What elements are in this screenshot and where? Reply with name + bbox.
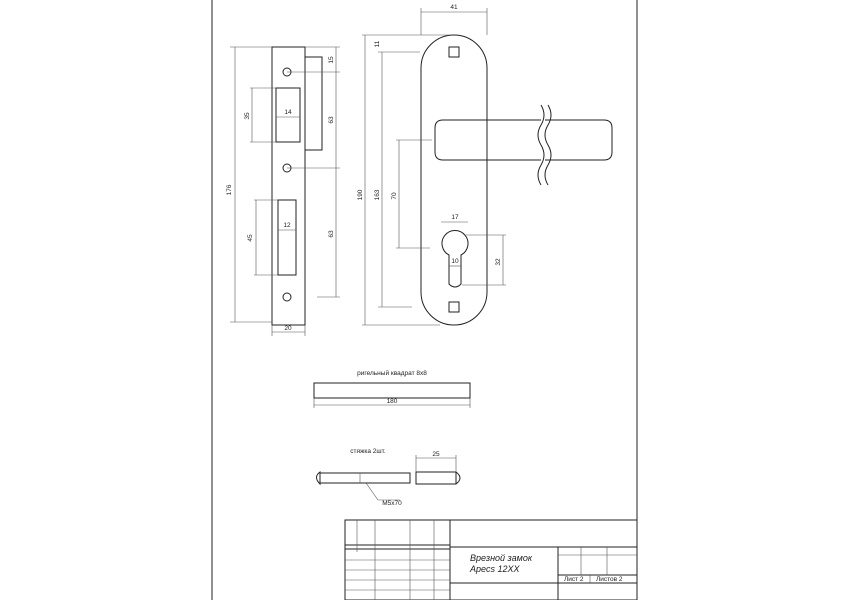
dim-top-window-h: 35 (244, 112, 251, 120)
connecting-screw: стяжка 2шт. 25 М5х70 (316, 448, 461, 507)
dim-cylinder-height: 32 (495, 258, 502, 266)
dim-top-offset: 15 (328, 56, 335, 64)
dim-bottom-window-h: 45 (247, 234, 254, 242)
title-line-2: Apecs 12XX (469, 564, 521, 574)
latch-window (275, 87, 301, 143)
dim-hole-pitch: 163 (374, 189, 381, 200)
screw-label: стяжка 2шт. (350, 448, 386, 455)
dim-top-window-w: 14 (284, 109, 292, 116)
dim-height: 190 (357, 189, 364, 200)
bolt-window (277, 199, 297, 276)
sheet-number: Лист 2 (564, 576, 584, 583)
dim-cylinder-width: 17 (451, 214, 459, 221)
spindle-bar: ригельный квадрат 8х8 180 (313, 369, 471, 408)
cylinder-cutout (441, 229, 469, 288)
handle-plate: 41 190 163 11 70 17 10 32 (357, 4, 613, 326)
dim-pitch-2: 63 (328, 230, 335, 238)
dim-bottom-window-w: 12 (283, 222, 291, 229)
lever (434, 119, 613, 161)
dim-top-offset: 11 (374, 40, 381, 47)
screw-hole (282, 292, 292, 302)
sheet-count: Листов 2 (596, 576, 623, 583)
bar-length: 180 (387, 398, 398, 405)
title-block: Врезной замок Apecs 12XX Лист 2 Листов 2 (344, 519, 638, 600)
dim-pitch-1: 63 (328, 116, 335, 124)
dim-height: 176 (226, 184, 233, 195)
dim-width: 20 (284, 325, 292, 332)
dim-sleeve: 25 (432, 451, 440, 458)
break-line (537, 104, 552, 186)
dim-center-distance: 70 (391, 192, 398, 200)
strike-plate: 176 35 45 14 12 20 15 63 63 (226, 46, 340, 336)
bar-label: ригельный квадрат 8х8 (357, 369, 427, 377)
dim-slot-width: 10 (451, 258, 459, 265)
thread-label: М5х70 (382, 500, 402, 507)
screw-hole (448, 46, 460, 58)
title-line-1: Врезной замок (470, 553, 533, 563)
screw-hole (448, 301, 460, 313)
dim-width: 41 (450, 4, 458, 11)
